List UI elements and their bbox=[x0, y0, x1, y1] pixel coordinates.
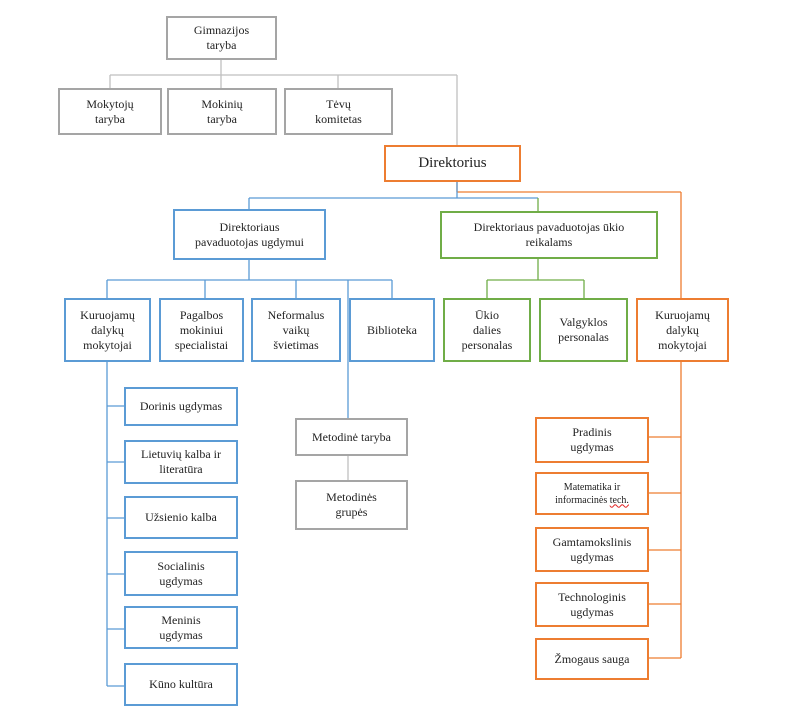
box-mokytoju-taryba: Mokytojų taryba bbox=[58, 88, 162, 135]
box-pavaduotojas-ugdymui: Direktoriaus pavaduotojas ugdymui bbox=[173, 209, 326, 260]
label-mokiniu-taryba: Mokinių taryba bbox=[201, 96, 243, 126]
label-gamtamokslinis: Gamtamokslinis ugdymas bbox=[552, 534, 632, 564]
label-biblioteka: Biblioteka bbox=[367, 322, 417, 337]
box-technologinis: Technologinis ugdymas bbox=[535, 582, 649, 627]
label-lietuviu-kalba: Lietuvių kalba ir literatūra bbox=[141, 447, 221, 476]
label-direktorius: Direktorius bbox=[418, 155, 487, 171]
label-matematika-line2b: tech. bbox=[609, 494, 629, 506]
box-biblioteka: Biblioteka bbox=[349, 298, 435, 362]
label-uzsienio-kalba: Užsienio kalba bbox=[145, 510, 217, 524]
box-valgyklos-personalas: Valgyklos personalas bbox=[539, 298, 628, 362]
box-metodines-grupes: Metodinės grupės bbox=[295, 480, 408, 530]
gray-connectors bbox=[109, 60, 458, 480]
box-metodine-taryba: Metodinė taryba bbox=[295, 418, 408, 456]
box-pagalbos-specialistai: Pagalbos mokiniui specialistai bbox=[159, 298, 244, 362]
box-gamtamokslinis: Gamtamokslinis ugdymas bbox=[535, 527, 649, 572]
box-gimnazijos-taryba: Gimnazijos taryba bbox=[166, 16, 277, 60]
label-matematika-line1: Matematika ir bbox=[563, 481, 621, 493]
label-pradinis-ugdymas: Pradinis ugdymas bbox=[570, 425, 614, 454]
label-mokytoju-taryba: Mokytojų taryba bbox=[86, 96, 134, 126]
label-metodines-grupes: Metodinės grupės bbox=[326, 490, 377, 519]
box-lietuviu-kalba: Lietuvių kalba ir literatūra bbox=[124, 440, 238, 484]
label-valgyklos-personalas: Valgyklos personalas bbox=[558, 315, 609, 344]
box-zmogaus-sauga: Žmogaus sauga bbox=[535, 638, 649, 680]
label-dorinis-ugdymas: Dorinis ugdymas bbox=[139, 399, 223, 413]
blue-connectors bbox=[106, 182, 538, 687]
green-connectors bbox=[486, 198, 585, 298]
box-meninis-ugdymas: Meninis ugdymas bbox=[124, 606, 238, 649]
label-zmogaus-sauga: Žmogaus sauga bbox=[554, 651, 630, 666]
box-neformalus-svietimas: Neformalus vaikų švietimas bbox=[251, 298, 341, 362]
label-metodine-taryba: Metodinė taryba bbox=[312, 429, 391, 444]
box-kuno-kultura: Kūno kultūra bbox=[124, 663, 238, 706]
box-mokiniu-taryba: Mokinių taryba bbox=[167, 88, 277, 135]
label-matematika-line2a: informacinės bbox=[555, 494, 610, 506]
label-pavaduotojas-ugdymui: Direktoriaus pavaduotojas ugdymui bbox=[195, 219, 304, 249]
box-uzsienio-kalba: Užsienio kalba bbox=[124, 496, 238, 539]
label-socialinis-ugdymas: Socialinis ugdymas bbox=[157, 558, 205, 588]
label-neformalus-svietimas: Neformalus vaikų švietimas bbox=[267, 307, 325, 352]
label-pagalbos-specialistai: Pagalbos mokiniui specialistai bbox=[174, 307, 229, 352]
box-tevu-komitetas: Tėvų komitetas bbox=[284, 88, 393, 135]
box-ukio-personalas: Ūkio dalies personalas bbox=[443, 298, 531, 362]
label-kuruojamu-mokytojai-2: Kuruojamų dalykų mokytojai bbox=[655, 307, 710, 352]
label-technologinis: Technologinis ugdymas bbox=[558, 589, 626, 619]
box-socialinis-ugdymas: Socialinis ugdymas bbox=[124, 551, 238, 596]
label-ukio-personalas: Ūkio dalies personalas bbox=[461, 307, 513, 352]
label-kuno-kultura: Kūno kultūra bbox=[149, 677, 213, 691]
box-dorinis-ugdymas: Dorinis ugdymas bbox=[124, 387, 238, 426]
label-tevu-komitetas: Tėvų komitetas bbox=[315, 96, 362, 126]
box-kuruojamu-mokytojai-2: Kuruojamų dalykų mokytojai bbox=[636, 298, 729, 362]
box-kuruojamu-mokytojai-1: Kuruojamų dalykų mokytojai bbox=[64, 298, 151, 362]
label-gimnazijos-taryba: Gimnazijos taryba bbox=[193, 23, 250, 52]
box-direktorius: Direktorius bbox=[384, 145, 521, 182]
label-kuruojamu-mokytojai-1: Kuruojamų dalykų mokytojai bbox=[80, 307, 135, 352]
orange-connectors bbox=[456, 182, 682, 659]
label-meninis-ugdymas: Meninis ugdymas bbox=[159, 612, 203, 642]
label-pavaduotojas-ukio: Direktoriaus pavaduotojas ūkio reikalams bbox=[473, 220, 625, 249]
box-pavaduotojas-ukio: Direktoriaus pavaduotojas ūkio reikalams bbox=[440, 211, 658, 259]
box-pradinis-ugdymas: Pradinis ugdymas bbox=[535, 417, 649, 463]
